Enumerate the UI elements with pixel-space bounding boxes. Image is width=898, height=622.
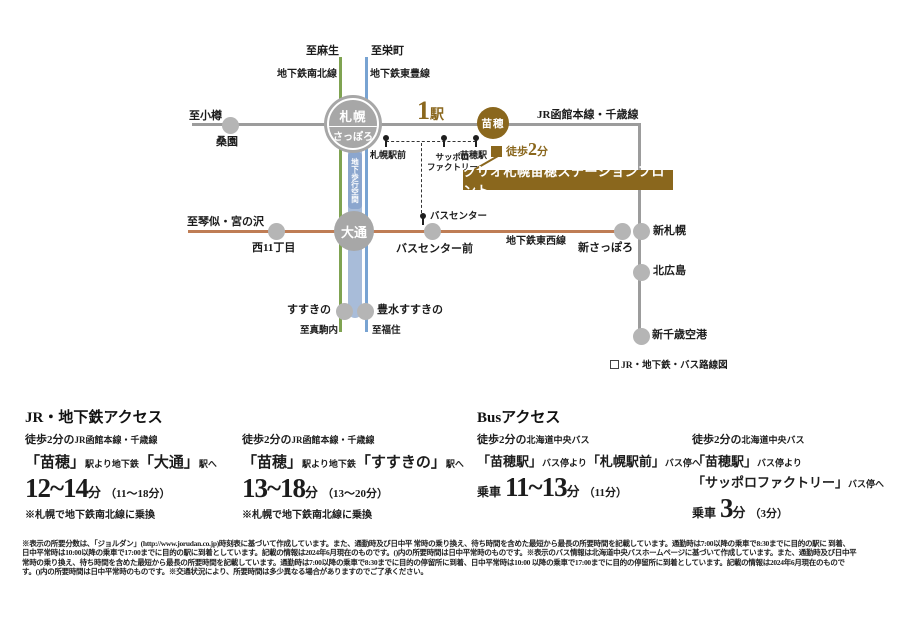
property-marker-icon — [491, 146, 502, 157]
direction-fukuzumi: 至福住 — [372, 326, 401, 336]
bus-stop-icon — [439, 135, 448, 147]
station-kitahiroshima-label: 北広島 — [653, 265, 686, 277]
station-shin-sapporo-jr — [633, 223, 650, 240]
property-name-box: クリオ札幌苗穂ステーションフロント — [463, 164, 673, 198]
disclaimer-line: 日中平常時は10:00以降の乗車で17:00までに目的の駅に到着としています。記… — [22, 548, 857, 558]
underground-walkway-label: 地下歩行空間 — [348, 152, 362, 209]
one-station-label: 1駅 — [417, 96, 444, 125]
tozai-line — [188, 230, 622, 233]
station-naebo: 苗穂 — [477, 107, 509, 139]
station-soen — [222, 117, 239, 134]
access-jr-col-1: 徒歩2分のJR函館本線・千歳線 「苗穂」駅より地下鉄「大通」駅へ 12~14分 … — [25, 434, 217, 521]
station-bus-center-mae-label: バスセンター前 — [396, 243, 473, 255]
station-new-chitose-label: 新千歳空港 — [652, 329, 707, 341]
disclaimer-line: す。()内の所要時間は日中平常時のものです。※交通状況により、所要時間は多少異な… — [22, 567, 428, 577]
station-sapporo-kanji: 札幌 — [329, 106, 377, 127]
bus-stop-naebo: 苗穂駅 — [460, 150, 488, 160]
transfer-note: ※札幌で地下鉄南北線に乗換 — [25, 510, 155, 521]
map-legend: JR・地下鉄・バス路線図 — [610, 360, 728, 372]
bus-stop-sapporo-factory: サッポロ ファクトリー — [427, 152, 479, 172]
transfer-note: ※札幌で地下鉄南北線に乗換 — [242, 510, 372, 521]
route-map: 地下歩行空間 至麻生 地下鉄南北線 至栄町 地下鉄東豊線 至小樽 桑園 札幌 さ… — [187, 45, 728, 372]
station-shin-sapporo-subway-label: 新さっぽろ — [578, 242, 633, 254]
station-sapporo-kana: さっぽろ — [333, 131, 373, 143]
toho-line — [365, 57, 368, 332]
station-nishi11 — [268, 223, 285, 240]
station-shin-sapporo-subway — [614, 223, 631, 240]
namboku-line — [339, 57, 342, 332]
direction-asabu: 至麻生 — [306, 45, 339, 57]
station-new-chitose — [633, 328, 650, 345]
disclaimer-line: ※表示の所要分数は、「ジョルダン」(http://www.jorudan.co.… — [22, 539, 850, 548]
direction-sakaemachi: 至栄町 — [371, 45, 404, 57]
direction-makomanai: 至真駒内 — [300, 326, 339, 336]
station-susukino — [336, 303, 353, 320]
bus-stop-icon — [471, 135, 480, 147]
walk-2min-label: 徒歩2分 — [506, 139, 548, 159]
station-nishi11-label: 西11丁目 — [252, 242, 296, 254]
station-soen-label: 桑園 — [216, 136, 238, 148]
access-bus-col-2: 徒歩2分の北海道中央バス 「苗穂駅」バス停より 「サッポロファクトリー」バス停へ… — [692, 434, 885, 523]
bus-stop-icon — [381, 135, 390, 147]
namboku-line-label: 地下鉄南北線 — [277, 69, 337, 80]
station-susukino-label: すすきの — [287, 304, 331, 316]
access-jr-col-2: 徒歩2分のJR函館本線・千歳線 「苗穂」駅より地下鉄「すすきの」駅へ 13~18… — [242, 434, 464, 521]
station-hosui-susukino — [357, 303, 374, 320]
bus-stop-icon — [418, 213, 427, 225]
bus-route-dashed — [386, 141, 476, 142]
station-kitahiroshima — [633, 264, 650, 281]
tozai-line-label: 地下鉄東西線 — [506, 236, 566, 247]
jr-access-heading: JR・地下鉄アクセス — [25, 410, 163, 426]
legend-square-icon — [610, 360, 619, 369]
station-hosui-susukino-label: 豊水すすきの — [377, 304, 443, 316]
direction-otaru: 至小樽 — [189, 110, 222, 122]
toho-line-label: 地下鉄東豊線 — [370, 69, 430, 80]
disclaimer-line: 常時の乗り換え、待ち時間を含めた最短から最長の所要時間を記載しています。通勤時は… — [22, 557, 845, 567]
bus-stop-bus-center: バスセンター — [430, 212, 488, 222]
jr-line-label: JR函館本線・千歳線 — [537, 109, 639, 121]
direction-kotoni: 至琴似・宮の沢 — [187, 216, 264, 228]
bus-route-dashed-vertical — [421, 143, 422, 213]
station-sapporo: 札幌 さっぽろ — [324, 95, 382, 153]
bus-access-heading: Busアクセス — [477, 410, 561, 426]
jr-line-horizontal — [192, 123, 641, 126]
bus-stop-sapporo-ekimae: 札幌駅前 — [370, 150, 407, 160]
station-shin-sapporo-jr-label: 新札幌 — [653, 225, 686, 237]
station-odori: 大通 — [334, 211, 374, 251]
access-bus-col-1: 徒歩2分の北海道中央バス 「苗穂駅」バス停より「札幌駅前」バス停へ 乗車 11~… — [477, 434, 701, 502]
disclaimer-notes: ※表示の所要分数は、「ジョルダン」(http://www.jorudan.co.… — [22, 539, 882, 577]
station-bus-center-mae — [424, 223, 441, 240]
